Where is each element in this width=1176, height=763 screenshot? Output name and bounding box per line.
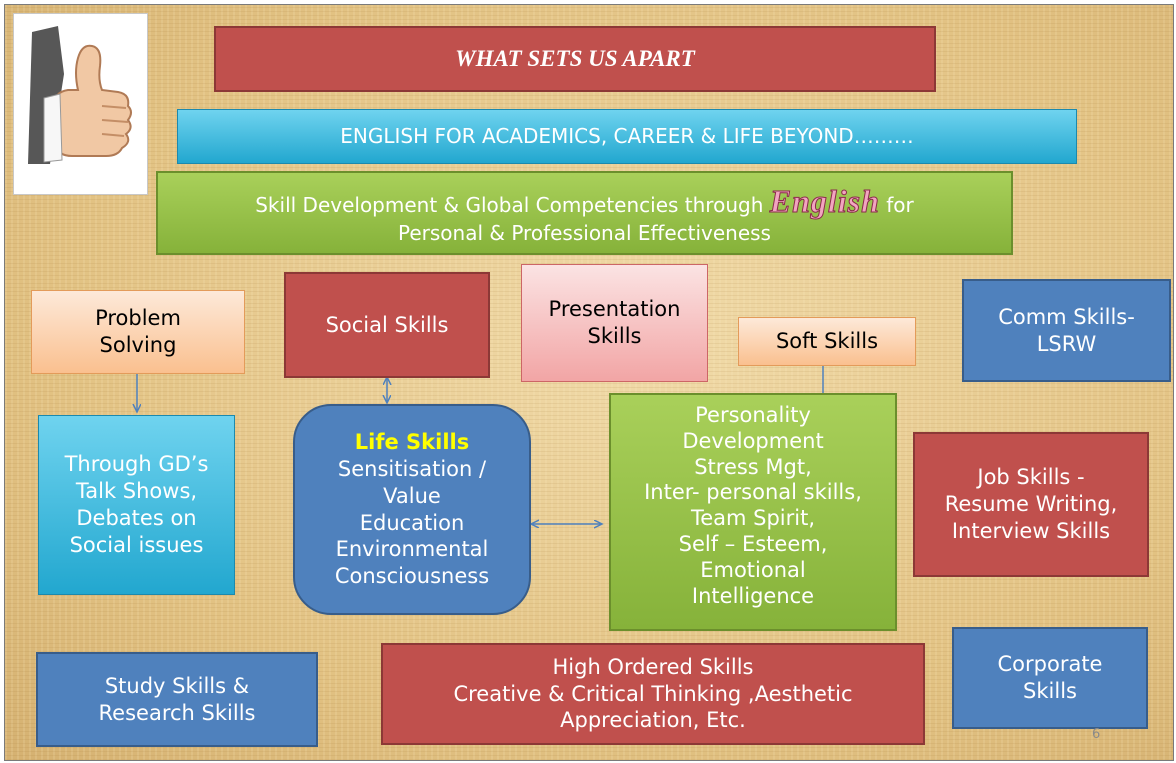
skill-development-line-1: Skill Development & Global Competencies … [255,182,914,219]
life-skills-heading: Life Skills [354,429,470,454]
job-skills-box: Job Skills - Resume Writing, Interview S… [913,432,1149,577]
banner-text: ENGLISH FOR ACADEMICS, CAREER & LIFE BEY… [340,123,914,148]
title-box: WHAT SETS US APART [214,26,936,92]
study-skills-box: Study Skills & Research Skills [36,652,318,747]
corporate-skills-box: Corporate Skills [952,627,1148,729]
problem-solving-box: Problem Solving [31,290,245,374]
thumbs-up-icon [13,13,148,195]
personality-development-box: Personality Development Stress Mgt, Inte… [609,393,897,631]
english-word: English [769,182,880,219]
through-gd-box: Through GD’s Talk Shows, Debates on Soci… [38,415,235,595]
presentation-skills-box: Presentation Skills [521,264,708,382]
life-skills-box: Life Skills Sensitisation / Value Educat… [293,404,531,615]
slide: WHAT SETS US APART ENGLISH FOR ACADEMICS… [4,4,1174,761]
skill-development-box: Skill Development & Global Competencies … [156,171,1013,255]
skill-development-line-2: Personal & Professional Effectiveness [398,220,771,245]
social-skills-box: Social Skills [284,272,490,378]
page-title: WHAT SETS US APART [455,46,695,72]
soft-skills-box: Soft Skills [738,317,916,366]
comm-skills-box: Comm Skills- LSRW [962,279,1171,382]
page-number: 6 [1092,727,1101,742]
high-ordered-skills-box: High Ordered Skills Creative & Critical … [381,643,925,745]
banner-box: ENGLISH FOR ACADEMICS, CAREER & LIFE BEY… [177,109,1077,164]
